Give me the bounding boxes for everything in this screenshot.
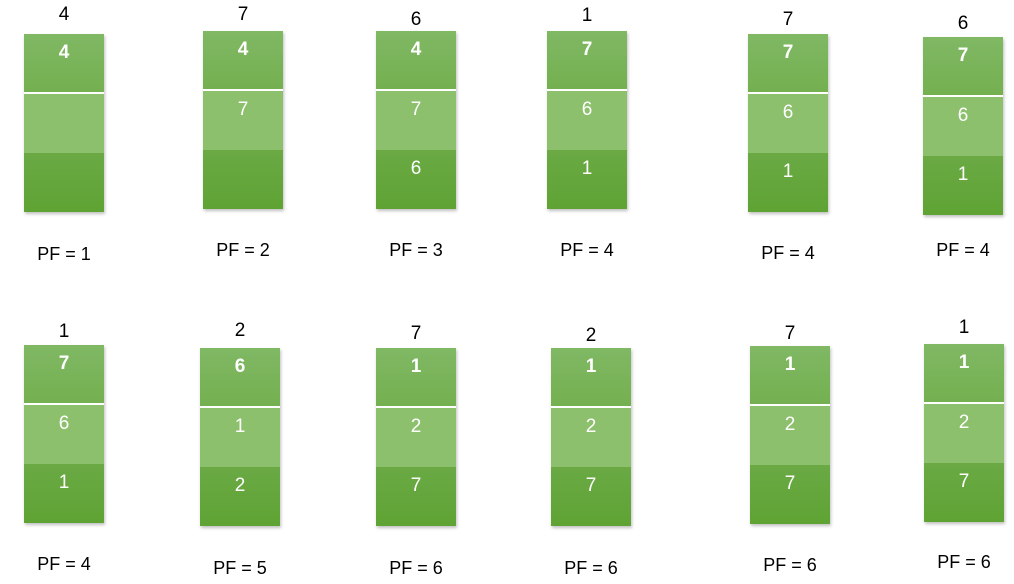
frame-3: 7 [750,465,830,524]
page-reference: 2 [234,320,246,341]
page-fault-count: PF = 4 [560,240,614,260]
frame-2 [24,94,104,153]
frame-1: 4 [24,34,104,94]
page-fault-count: PF = 4 [936,240,990,260]
frame-3: 7 [551,467,631,526]
page-fault-count: PF = 3 [389,240,443,260]
frame-1: 7 [24,345,104,405]
frame-1: 4 [203,31,283,91]
frame-1: 1 [750,346,830,406]
frame-3: 6 [376,150,456,209]
page-fault-count: PF = 4 [37,554,91,574]
frame-2: 6 [923,97,1003,156]
frame-3 [203,150,283,209]
page-reference: 6 [957,13,969,34]
page-reference: 7 [410,323,422,344]
frame-3: 1 [24,464,104,523]
frame-3: 1 [547,150,627,209]
page-fault-count: PF = 6 [763,555,817,575]
page-reference: 4 [58,4,70,25]
frame-2: 6 [547,91,627,150]
page-reference: 6 [410,9,422,30]
frame-3 [24,153,104,212]
frame-2: 2 [376,408,456,467]
frame-1: 1 [376,348,456,408]
frame-3: 2 [200,467,280,526]
page-fault-count: PF = 6 [937,552,991,572]
frame-2: 2 [924,404,1004,463]
page-fault-count: PF = 5 [213,558,267,578]
frame-2: 6 [24,405,104,464]
frame-1: 7 [748,34,828,94]
page-reference: 7 [784,323,796,344]
frame-2: 2 [750,406,830,465]
frame-2: 1 [200,408,280,467]
frame-1: 4 [376,31,456,91]
frame-1: 7 [547,31,627,91]
page-reference: 1 [58,321,70,342]
frame-1: 7 [923,37,1003,97]
page-reference: 7 [237,4,249,25]
page-fault-count: PF = 6 [564,558,618,578]
frame-2: 6 [748,94,828,153]
frame-2: 7 [203,91,283,150]
page-fault-count: PF = 4 [761,243,815,263]
page-fault-count: PF = 2 [216,240,270,260]
page-reference: 7 [782,9,794,30]
frame-1: 6 [200,348,280,408]
frame-1: 1 [924,344,1004,404]
frame-2: 7 [376,91,456,150]
frame-3: 7 [924,463,1004,522]
page-fault-count: PF = 6 [389,558,443,578]
frame-stack: 4 [24,34,104,212]
frame-3: 1 [923,156,1003,215]
frame-3: 7 [376,467,456,526]
frame-3: 1 [748,153,828,212]
frame-2: 2 [551,408,631,467]
frame-1: 1 [551,348,631,408]
page-reference: 1 [581,5,593,26]
page-fault-count: PF = 1 [37,244,91,264]
page-reference: 2 [585,325,597,346]
page-reference: 1 [958,317,970,338]
